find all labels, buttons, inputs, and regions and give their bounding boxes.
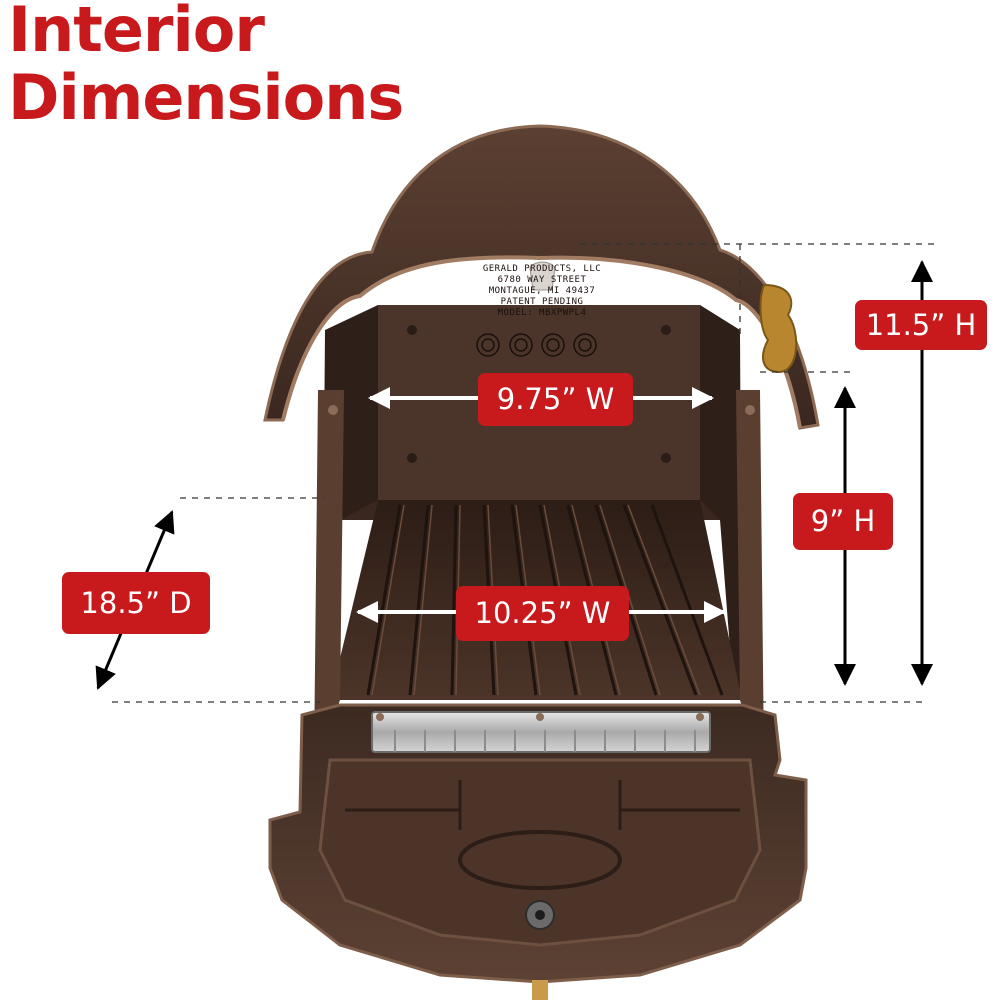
manufacturer-stamp: GERALD PRODUCTS, LLC 6780 WAY STREET MON… — [462, 264, 622, 319]
mailbox-door — [268, 703, 808, 1000]
page-title: Interior Dimensions — [8, 0, 404, 134]
dimension-guides — [112, 243, 935, 703]
stamp-line-5: MODEL: MBXPWPL4 — [497, 308, 587, 318]
height-overall-badge: 11.5” H — [855, 300, 987, 350]
title-line-2: Dimensions — [8, 61, 404, 134]
stamp-line-4: PATENT PENDING — [500, 297, 584, 307]
width-top-badge: 9.75” W — [478, 373, 633, 426]
stamp-line-2: 6780 WAY STREET — [497, 275, 587, 285]
width-floor-badge: 10.25” W — [456, 586, 629, 641]
hinge — [371, 711, 711, 753]
height-front-badge: 9” H — [793, 493, 893, 550]
stamp-line-1: GERALD PRODUCTS, LLC — [482, 264, 602, 274]
stamp-line-3: MONTAGUE, MI 49437 — [488, 286, 596, 296]
mailbox-roof — [263, 124, 820, 430]
depth-badge: 18.5” D — [62, 572, 210, 634]
title-line-1: Interior — [8, 0, 265, 66]
